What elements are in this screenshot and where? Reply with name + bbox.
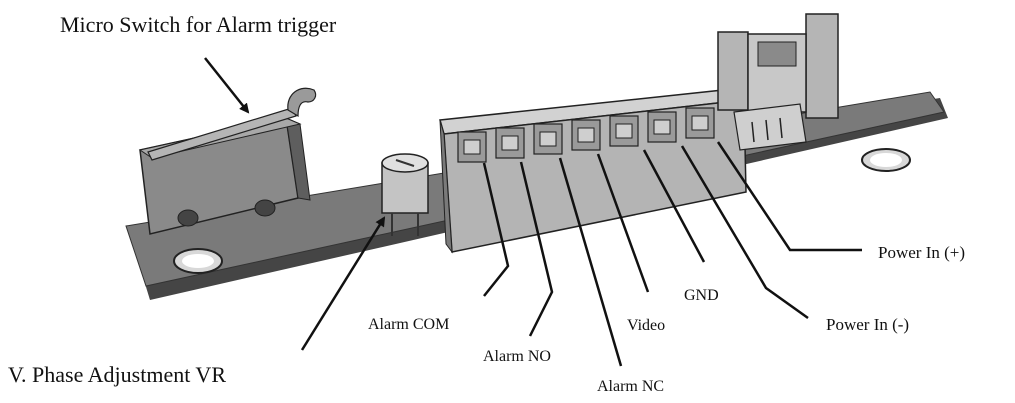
v-phase-arrow xyxy=(300,216,386,351)
alarm-nc-label: Alarm NC xyxy=(597,378,664,395)
video-leader xyxy=(596,153,650,293)
terminal-block xyxy=(439,87,747,254)
power-connector xyxy=(717,13,839,151)
gnd-label: GND xyxy=(684,287,719,304)
alarm-com-leader xyxy=(482,162,510,297)
gnd-leader xyxy=(642,149,706,263)
micro-switch xyxy=(138,87,317,235)
labels: Micro Switch for Alarm trigger V. Phase … xyxy=(8,12,965,395)
phase-potentiometer xyxy=(381,153,429,236)
alarm-no-label: Alarm NO xyxy=(483,348,551,365)
power-minus-leader xyxy=(680,145,809,320)
power-in-minus-label: Power In (-) xyxy=(826,315,909,334)
power-plus-leader xyxy=(716,141,862,252)
video-label: Video xyxy=(627,317,665,334)
v-phase-label: V. Phase Adjustment VR xyxy=(8,362,226,387)
alarm-no-leader xyxy=(519,161,554,337)
alarm-nc-leader xyxy=(558,157,623,367)
micro-switch-arrow xyxy=(204,57,250,114)
micro-switch-label: Micro Switch for Alarm trigger xyxy=(60,12,337,37)
alarm-com-label: Alarm COM xyxy=(368,316,449,333)
leader-lines xyxy=(204,57,862,367)
power-in-plus-label: Power In (+) xyxy=(878,243,965,262)
